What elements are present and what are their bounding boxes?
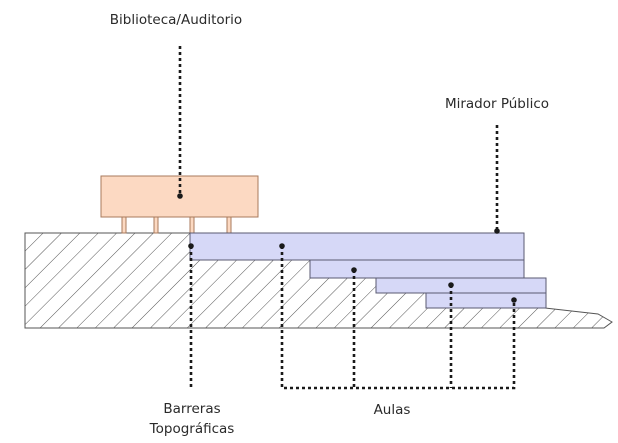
leader-dots [177,193,517,303]
terrace-level-1 [189,232,525,261]
leader-lines [178,46,516,390]
terrace-level-4 [425,292,547,309]
classroom-terraces [189,232,547,309]
lookout-dot [494,228,500,234]
classrooms-label: Aulas [374,402,411,418]
terrace-level-2 [309,259,525,279]
classroom-dot [279,243,285,249]
barriers-label-line1: Barreras [163,401,220,417]
classroom-dot [511,297,517,303]
library-pilotis [121,216,127,234]
classroom-dot [448,282,454,288]
library-dot [177,193,183,199]
library-pilotis [226,216,232,234]
classroom-dot [351,267,357,273]
terrace-level-3 [375,277,547,294]
library-pilotis [153,216,159,234]
library-label: Biblioteca/Auditorio [110,12,242,28]
barriers-dot [188,243,194,249]
lookout-label: Mirador Público [445,96,549,112]
library-pilotis [189,216,195,234]
barriers-label-line2: Topográficas [149,421,235,437]
classrooms-leader [280,246,516,390]
